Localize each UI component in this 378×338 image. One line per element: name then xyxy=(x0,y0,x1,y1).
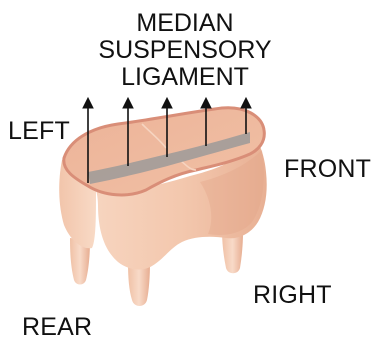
title-line-2: SUSPENSORY xyxy=(60,37,310,64)
diagram-title: MEDIAN SUSPENSORY LIGAMENT xyxy=(60,10,310,91)
label-front: FRONT xyxy=(284,157,371,182)
label-right: RIGHT xyxy=(253,283,332,308)
title-line-3: LIGAMENT xyxy=(60,64,310,91)
label-rear: REAR xyxy=(22,315,92,338)
title-line-1: MEDIAN xyxy=(60,10,310,37)
label-left: LEFT xyxy=(8,119,70,144)
